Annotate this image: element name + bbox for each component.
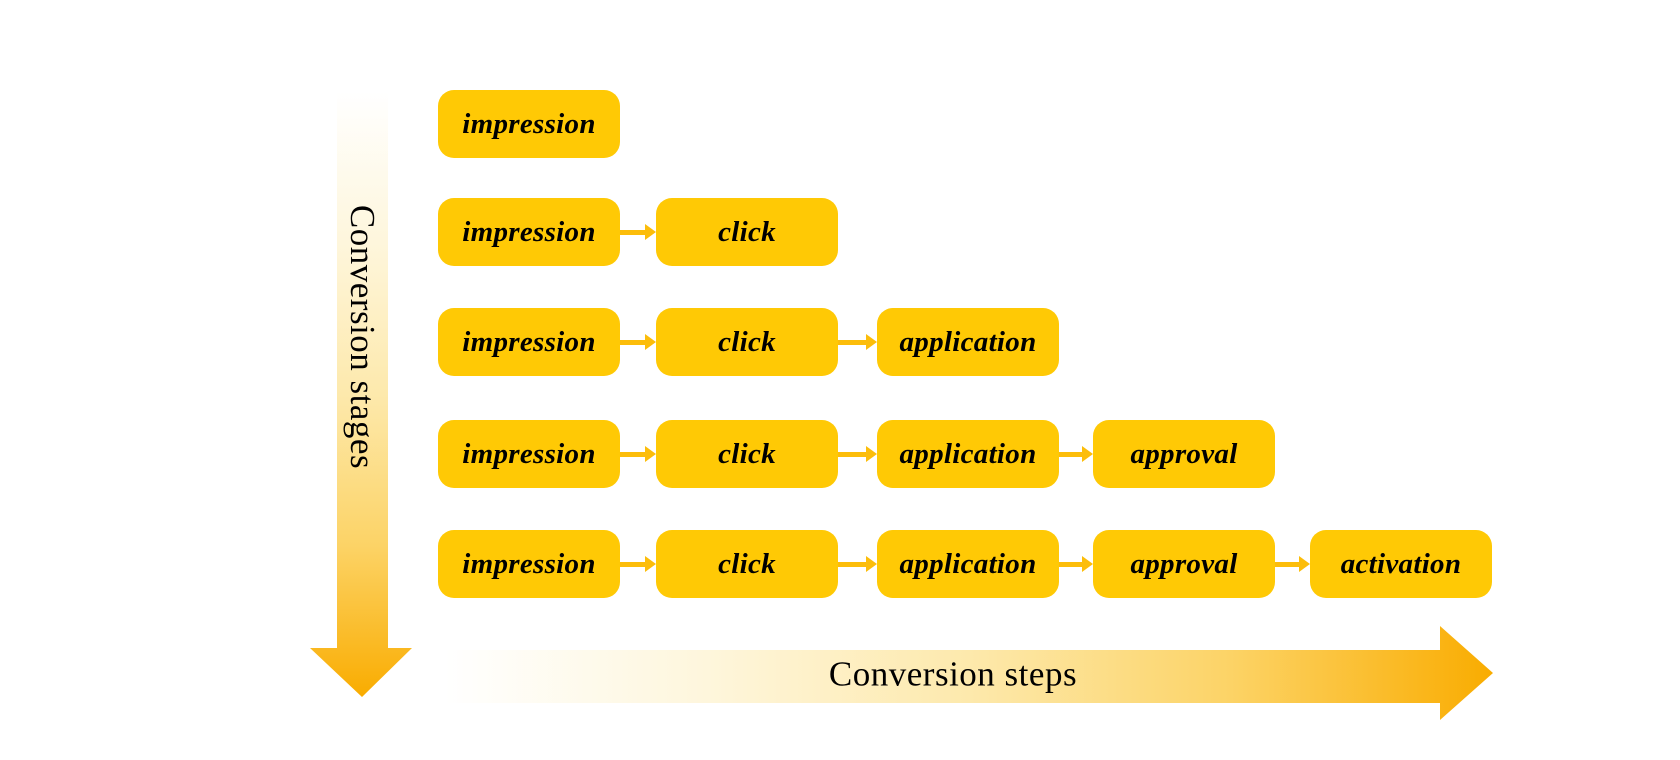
stage-box-click: click <box>656 420 838 488</box>
right-arrow-icon <box>620 556 656 572</box>
stage-box-click: click <box>656 308 838 376</box>
right-arrow-icon <box>620 334 656 350</box>
stage-box-click: click <box>656 198 838 266</box>
right-arrow-icon <box>1059 446 1093 462</box>
stage-box-label: impression <box>462 547 596 580</box>
stage-box-label: click <box>718 547 776 580</box>
stage-box-label: activation <box>1340 547 1462 580</box>
right-arrow-icon <box>838 556 877 572</box>
right-arrow-icon <box>620 224 656 240</box>
stage-box-application: application <box>877 420 1059 488</box>
stage-box-impression: impression <box>438 530 620 598</box>
down-gradient-arrow-icon <box>310 92 412 697</box>
stage-box-label: click <box>718 325 776 358</box>
stage-box-approval: approval <box>1093 530 1275 598</box>
stage-box-application: application <box>877 308 1059 376</box>
stage-box-label: approval <box>1130 437 1238 470</box>
stage-box-impression: impression <box>438 90 620 158</box>
stage-box-approval: approval <box>1093 420 1275 488</box>
horizontal-axis-label: Conversion steps <box>828 654 1078 694</box>
stage-box-label: approval <box>1130 547 1238 580</box>
stage-box-label: impression <box>462 215 596 248</box>
right-arrow-icon <box>838 446 877 462</box>
stage-box-impression: impression <box>438 420 620 488</box>
stage-box-label: impression <box>462 437 596 470</box>
right-arrow-icon <box>1059 556 1093 572</box>
stage-box-label: application <box>899 547 1037 580</box>
stage-box-application: application <box>877 530 1059 598</box>
vertical-axis-label: Conversion stages <box>343 204 382 470</box>
stage-box-label: application <box>899 437 1037 470</box>
right-gradient-arrow-icon <box>445 626 1493 720</box>
stage-box-impression: impression <box>438 308 620 376</box>
stage-box-activation: activation <box>1310 530 1492 598</box>
stage-box-label: impression <box>462 107 596 140</box>
right-arrow-icon <box>620 446 656 462</box>
stage-box-label: click <box>718 215 776 248</box>
stage-box-impression: impression <box>438 198 620 266</box>
stage-box-label: application <box>899 325 1037 358</box>
stage-box-label: impression <box>462 325 596 358</box>
right-arrow-icon <box>1275 556 1310 572</box>
stage-box-label: click <box>718 437 776 470</box>
right-arrow-icon <box>838 334 877 350</box>
stage-box-click: click <box>656 530 838 598</box>
